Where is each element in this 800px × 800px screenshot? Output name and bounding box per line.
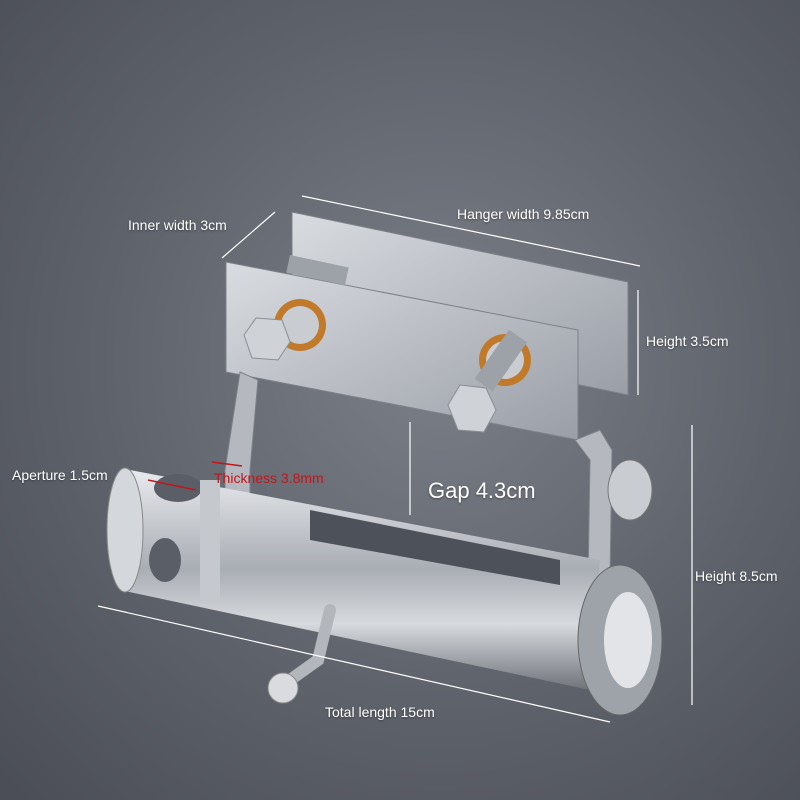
- dimension-lines: [97, 195, 693, 723]
- label-hanger-width: Hanger width 9.85cm: [457, 206, 590, 222]
- label-gap: Gap 4.3cm: [428, 478, 536, 503]
- bolt-left: [243, 254, 349, 361]
- label-inner-width: Inner width 3cm: [128, 217, 227, 233]
- label-thickness: Thickness 3.8mm: [214, 470, 324, 486]
- label-total-length: Total length 15cm: [325, 704, 435, 720]
- red-dimension-lines: [147, 461, 243, 491]
- tube: [106, 459, 663, 716]
- label-height-top: Height 3.5cm: [646, 333, 729, 349]
- label-aperture: Aperture 1.5cm: [12, 467, 108, 483]
- label-height-total: Height 8.5cm: [695, 568, 778, 584]
- bolt-right: [447, 329, 531, 433]
